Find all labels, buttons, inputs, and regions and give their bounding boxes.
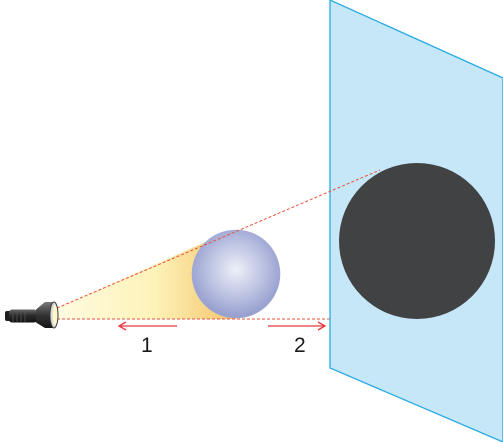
- ray-top: [56, 169, 381, 309]
- flashlight-icon: [5, 301, 59, 329]
- arrow-1-label: 1: [141, 334, 153, 357]
- light-beam: [57, 236, 236, 319]
- arrow-1: [117, 321, 177, 331]
- arrow-2-label: 2: [294, 334, 306, 357]
- sphere-object: [191, 229, 281, 319]
- arrow-2: [268, 321, 327, 331]
- shadow-disc: [339, 163, 495, 319]
